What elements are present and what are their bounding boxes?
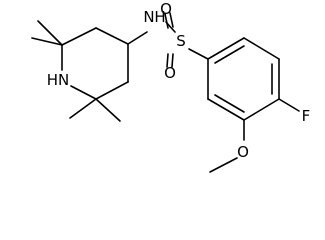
bond-c2-me-a (31, 37, 63, 46)
bond-s-o-bottom-b (171, 53, 174, 68)
atom-oxygen-methoxy: O (237, 143, 249, 161)
atom-oxygen-bottom: O (164, 64, 176, 82)
bond-ar5-ar6 (207, 98, 245, 121)
atom-n-sulfonamide: N (143, 8, 154, 26)
bond-c6-me-b (95, 98, 121, 122)
molecule-drawing: N H S O O F O HN (31, 0, 311, 173)
bond-c2-c3 (61, 27, 97, 46)
bond-ar4-f (278, 98, 300, 112)
bond-c6-me-a (69, 98, 97, 119)
bond-c2-me-b (37, 20, 63, 46)
atom-sulfur: S (176, 32, 186, 50)
atom-fluorine: F (302, 107, 311, 125)
bond-s-o-top-a (164, 13, 169, 29)
structure-diagram: N H S O O F O HN (31, 0, 311, 173)
bond-o-ch3 (209, 157, 238, 173)
bond-c5-c6 (95, 81, 129, 100)
bond-c6-n1 (70, 85, 97, 100)
bond-ar2-ar3 (243, 37, 280, 60)
bond-s-c1 (188, 48, 209, 60)
bond-s-o-bottom-a (166, 53, 169, 68)
bond-ar1-ar2-inner (214, 45, 245, 64)
bond-s-o-top-b (169, 12, 174, 28)
bond-ar4-ar5 (243, 98, 280, 121)
bond-ar5-ar6-inner (214, 94, 245, 113)
bond-c4-n (127, 31, 148, 45)
bond-ar1-ar2 (207, 37, 245, 60)
atom-nh-ring: HN (47, 71, 70, 89)
atom-oxygen-top: O (160, 0, 172, 18)
bond-c3-c4 (95, 27, 129, 45)
atom-h-sulfonamide: H (154, 8, 165, 26)
